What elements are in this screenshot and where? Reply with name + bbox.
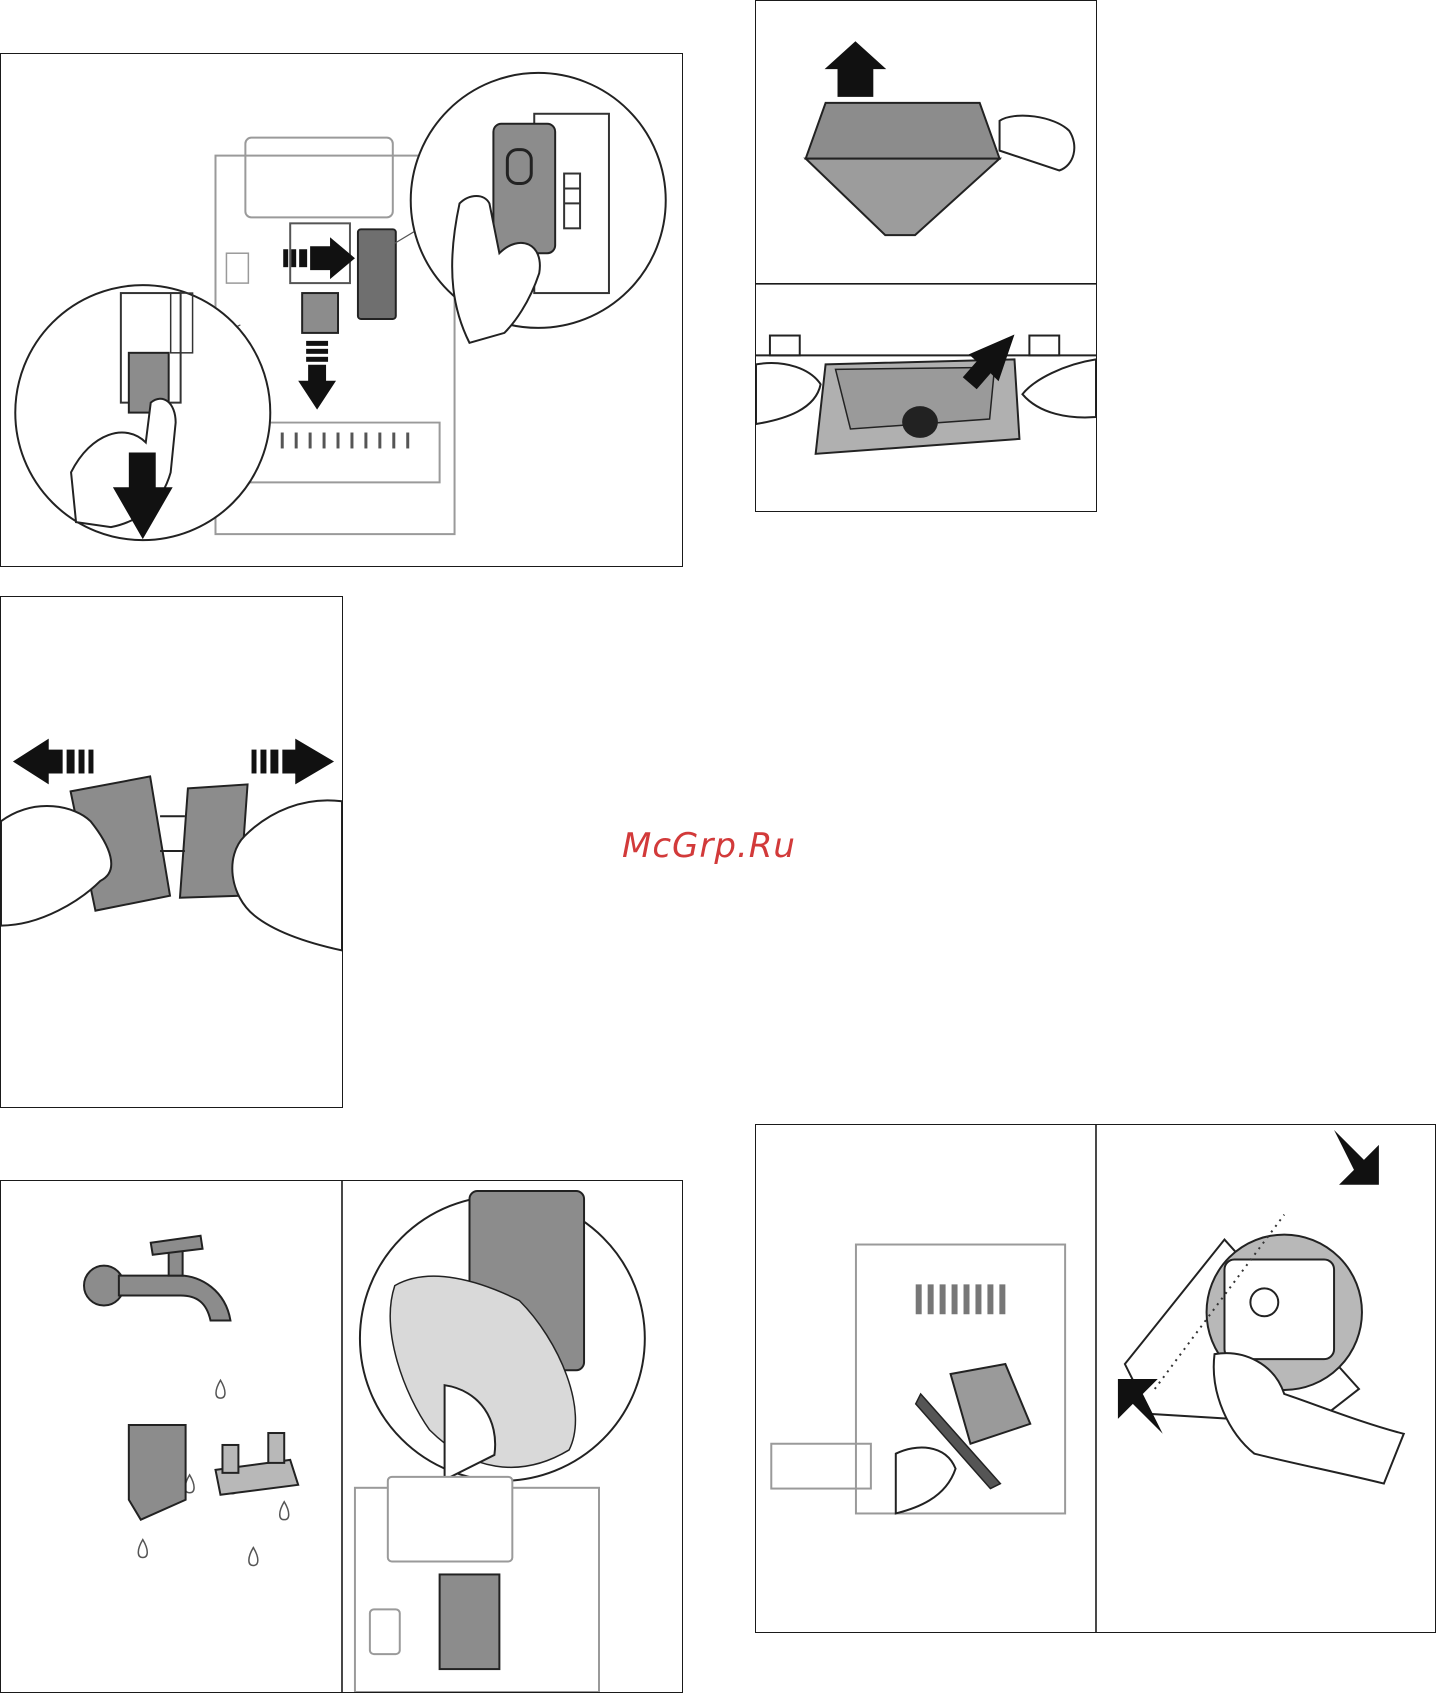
hand-icon <box>1000 116 1075 171</box>
figure-insert-and-press <box>755 1124 1436 1633</box>
water-tap-icon <box>84 1236 230 1321</box>
hand-icon <box>232 800 342 950</box>
watermark: McGrp.Ru <box>622 826 796 866</box>
machine-illustration <box>1 54 682 566</box>
hand-icon <box>896 1447 956 1513</box>
separate-illustration <box>1 597 342 1107</box>
insert-illustration <box>756 1125 1435 1632</box>
left-arrow-icon <box>13 739 94 785</box>
hand-icon <box>756 363 821 424</box>
filter-cartridge <box>493 124 555 253</box>
up-arrow-icon <box>825 41 887 97</box>
drip-grill <box>282 433 408 449</box>
right-arrow-icon <box>283 237 355 279</box>
grounds-tray-illustration <box>756 1 1096 511</box>
right-arrow-icon <box>252 739 335 785</box>
hand-icon <box>1022 359 1096 417</box>
vent-grill <box>916 1284 1006 1314</box>
figure-rinse-and-wipe <box>0 1180 683 1693</box>
figure-grounds-tray <box>755 0 1097 512</box>
figure-remove-drip-unit <box>0 53 683 567</box>
press-arrow-icon <box>1334 1130 1379 1185</box>
figure-separate-parts <box>0 596 343 1108</box>
down-arrow-icon <box>298 341 336 410</box>
rinse-illustration <box>1 1181 682 1692</box>
